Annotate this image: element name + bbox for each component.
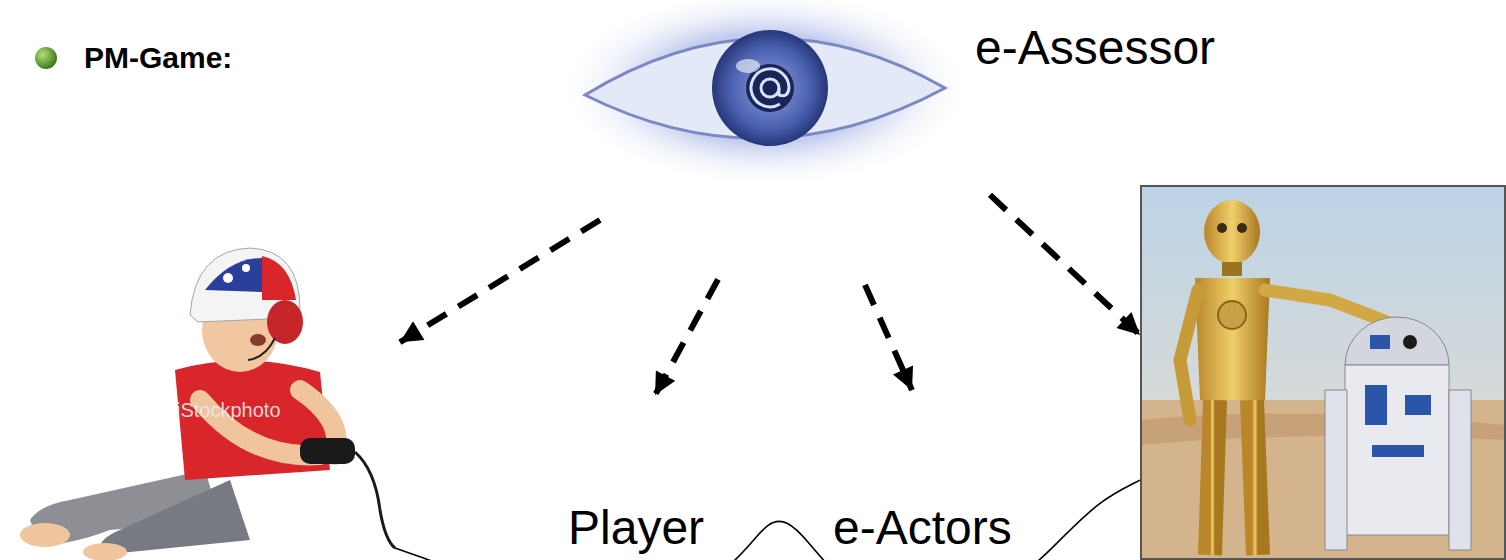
actors-node: e-Actors bbox=[1140, 185, 1506, 560]
dashed-arrow bbox=[990, 195, 1140, 335]
player-node: Player bbox=[395, 340, 725, 560]
slide-title: PM-Game: bbox=[84, 40, 232, 76]
robots-picture bbox=[1141, 186, 1505, 559]
connector-line bbox=[395, 480, 1140, 560]
eye-node: e-Assessor bbox=[565, 0, 965, 220]
eye-picture bbox=[560, 0, 970, 188]
player-picture bbox=[20, 248, 395, 560]
watermark: iStockphoto bbox=[176, 398, 281, 422]
dashed-arrow bbox=[865, 285, 912, 390]
node-label: Player bbox=[566, 500, 706, 555]
dashed-arrow bbox=[400, 220, 600, 342]
dashed-arrow bbox=[655, 279, 718, 395]
bullet-icon bbox=[35, 47, 57, 69]
node-label: e-Assessor bbox=[973, 20, 1217, 75]
node-label: e-Actors bbox=[831, 500, 1014, 555]
